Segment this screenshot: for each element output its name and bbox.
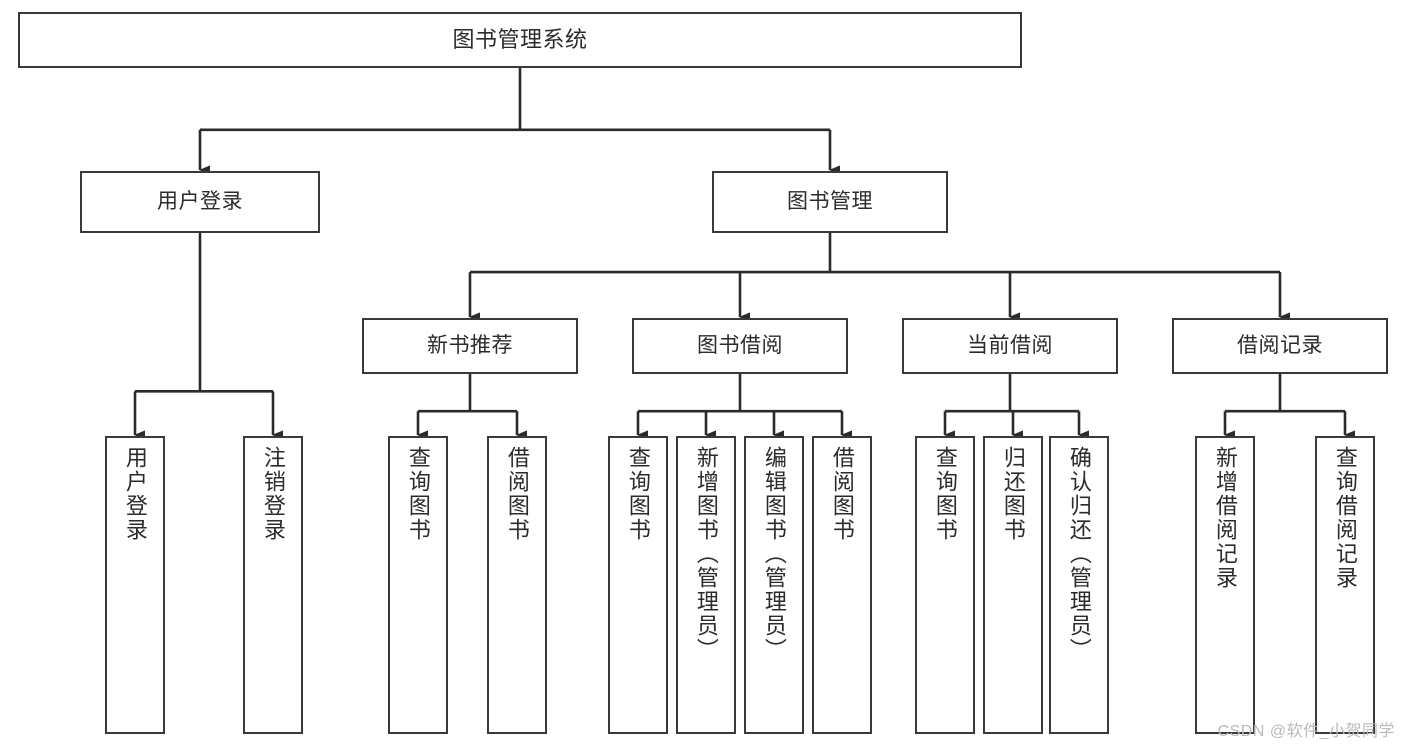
node-label: 注销登录 (260, 446, 286, 542)
watermark: CSDN @软件_小贺同学 (1217, 723, 1395, 740)
node-leaf-query-borrow-record[interactable]: 查询借阅记录 (1315, 436, 1375, 734)
node-leaf-borrow-book-1[interactable]: 借阅图书 (487, 436, 547, 734)
node-label: 查询图书 (625, 446, 651, 542)
node-leaf-query-book-3[interactable]: 查询图书 (915, 436, 975, 734)
node-label: 新书推荐 (427, 334, 513, 358)
node-leaf-borrow-book-2[interactable]: 借阅图书 (812, 436, 872, 734)
node-root-book-management-system[interactable]: 图书管理系统 (18, 12, 1022, 68)
node-label: 用户登录 (157, 190, 243, 214)
node-label: 查询图书 (405, 446, 431, 542)
node-book-borrowing[interactable]: 图书借阅 (632, 318, 848, 374)
node-borrowing-record[interactable]: 借阅记录 (1172, 318, 1388, 374)
node-leaf-query-book-1[interactable]: 查询图书 (388, 436, 448, 734)
node-label: 查询图书 (932, 446, 958, 542)
node-label: 当前借阅 (967, 334, 1053, 358)
node-leaf-user-login[interactable]: 用户登录 (105, 436, 165, 734)
node-user-login[interactable]: 用户登录 (80, 171, 320, 233)
node-leaf-logout[interactable]: 注销登录 (243, 436, 303, 734)
node-label: 图书借阅 (697, 334, 783, 358)
node-leaf-edit-book-admin[interactable]: 编辑图书（管理员） (744, 436, 804, 734)
node-leaf-return-book[interactable]: 归还图书 (983, 436, 1043, 734)
node-label: 查询借阅记录 (1332, 446, 1358, 590)
node-label: 借阅图书 (829, 446, 855, 542)
node-new-book-recommendation[interactable]: 新书推荐 (362, 318, 578, 374)
node-label: 编辑图书（管理员） (761, 446, 787, 662)
node-leaf-add-borrow-record[interactable]: 新增借阅记录 (1195, 436, 1255, 734)
node-label: 借阅图书 (504, 446, 530, 542)
node-label: 新增借阅记录 (1212, 446, 1238, 590)
node-label: 图书管理系统 (452, 26, 588, 52)
node-label: 新增图书（管理员） (693, 446, 719, 662)
node-leaf-add-book-admin[interactable]: 新增图书（管理员） (676, 436, 736, 734)
node-label: 归还图书 (1000, 446, 1026, 542)
node-leaf-confirm-return-admin[interactable]: 确认归还（管理员） (1049, 436, 1109, 734)
node-label: 用户登录 (122, 446, 148, 542)
node-label: 借阅记录 (1237, 334, 1323, 358)
node-label: 图书管理 (787, 190, 873, 214)
node-leaf-query-book-2[interactable]: 查询图书 (608, 436, 668, 734)
node-label: 确认归还（管理员） (1066, 446, 1092, 662)
node-book-management[interactable]: 图书管理 (712, 171, 948, 233)
node-current-borrowing[interactable]: 当前借阅 (902, 318, 1118, 374)
